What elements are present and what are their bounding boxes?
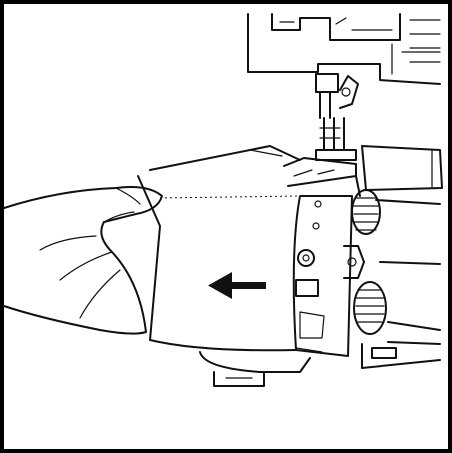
- middle-lever: [343, 245, 365, 279]
- machine-upper-body: [247, 13, 441, 85]
- right-housing: [361, 145, 443, 369]
- lower-knob: [353, 281, 387, 335]
- hand: [3, 186, 163, 335]
- upper-knob: [351, 189, 381, 235]
- left-arrow-icon: [208, 272, 266, 299]
- needle-assembly: [315, 73, 359, 161]
- machine-base: [199, 351, 311, 387]
- free-arm-cover: [137, 145, 301, 352]
- front-plate: [283, 157, 361, 357]
